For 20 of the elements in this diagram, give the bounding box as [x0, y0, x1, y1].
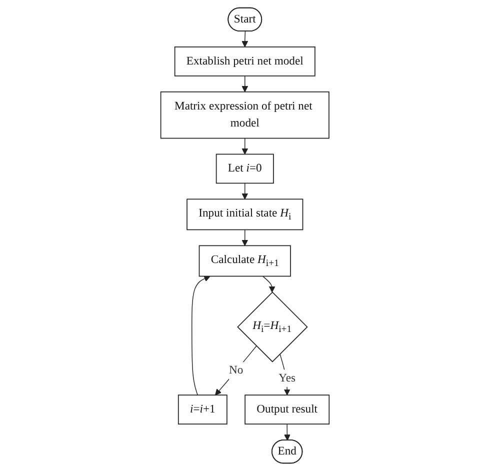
- node-box: Output result: [244, 394, 330, 424]
- arrow: [279, 354, 290, 396]
- arrow: [284, 424, 290, 441]
- arrow: [262, 276, 275, 292]
- arrow: [241, 31, 248, 48]
- node-box: Let i=0: [215, 154, 274, 184]
- edge-label: Yes: [278, 372, 296, 384]
- node-box: i=i+1: [178, 394, 227, 424]
- arrow: [214, 346, 256, 396]
- node-box: Input initial state H$_{i}$: [186, 198, 303, 230]
- node-box: Extablish petri net model: [174, 46, 315, 76]
- arrow: [241, 182, 248, 200]
- node-box: Matrix expression of petri net model: [160, 91, 329, 139]
- edge-label: No: [228, 364, 243, 377]
- node-diamond: H$_{i}$=H$_{i+1}$: [236, 292, 308, 362]
- arrow: [241, 76, 248, 92]
- arrow: [191, 276, 210, 396]
- arrow: [241, 138, 248, 154]
- node-box: Calculate H$_{i+1}$: [198, 245, 290, 277]
- arrow: [241, 229, 248, 246]
